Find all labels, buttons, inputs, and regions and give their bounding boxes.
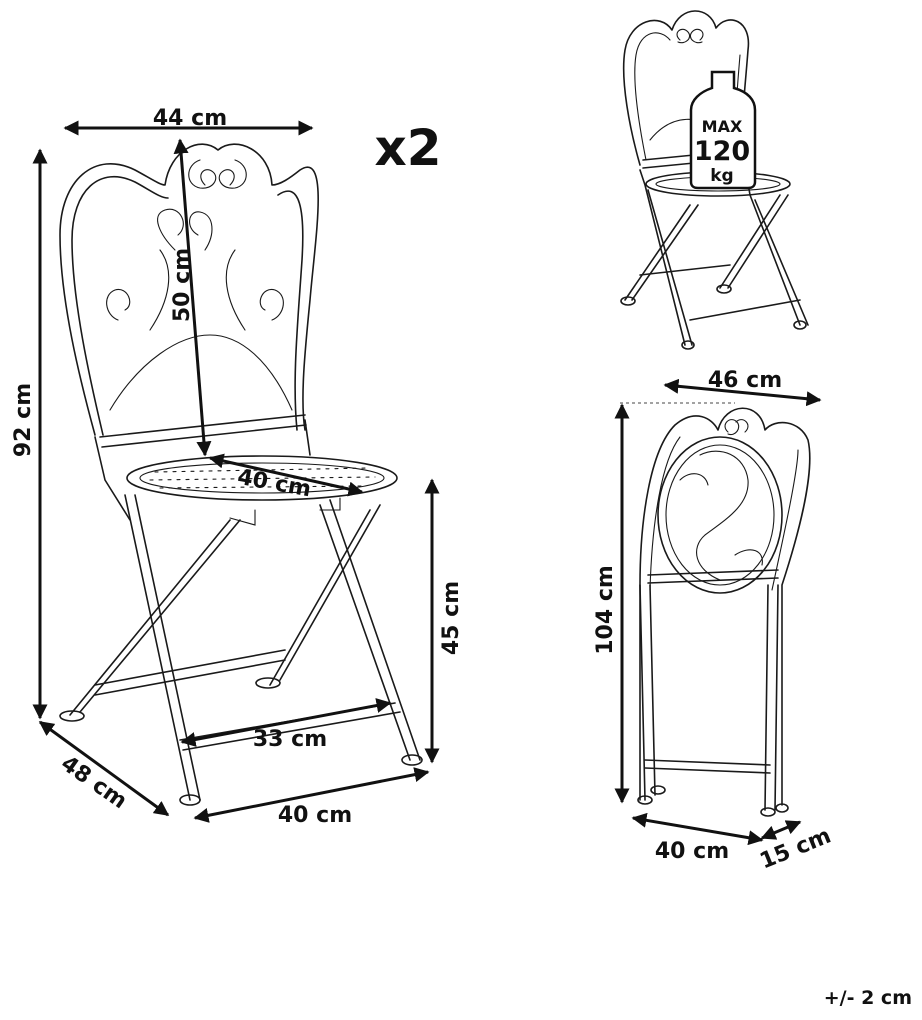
main-dimension-arrows [32,120,440,823]
folded-height-label: 104 cm [593,565,618,655]
front-width-label: 33 cm [253,727,327,752]
seat-diameter-label: 40 cm [235,465,312,503]
tolerance-label: +/- 2 cm [824,987,912,1009]
load-value-label: 120 [694,136,750,167]
load-unit-label: kg [710,166,733,186]
seat-height-label: 45 cm [439,581,464,655]
folded-chair-illustration [620,402,811,817]
load-max-label: MAX [702,117,743,136]
bottom-width-label: 40 cm [278,803,352,828]
width-label: 44 cm [153,106,227,131]
height-label: 92 cm [11,383,36,457]
backrest-label: 50 cm [170,248,195,322]
folded-dimension-arrows [614,378,822,846]
folded-depth-label: 15 cm [756,823,834,874]
folded-bottom-width-label: 40 cm [655,839,729,864]
load-chair-illustration [620,10,809,350]
quantity-label: x2 [374,119,441,177]
folded-width-label: 46 cm [708,368,782,393]
